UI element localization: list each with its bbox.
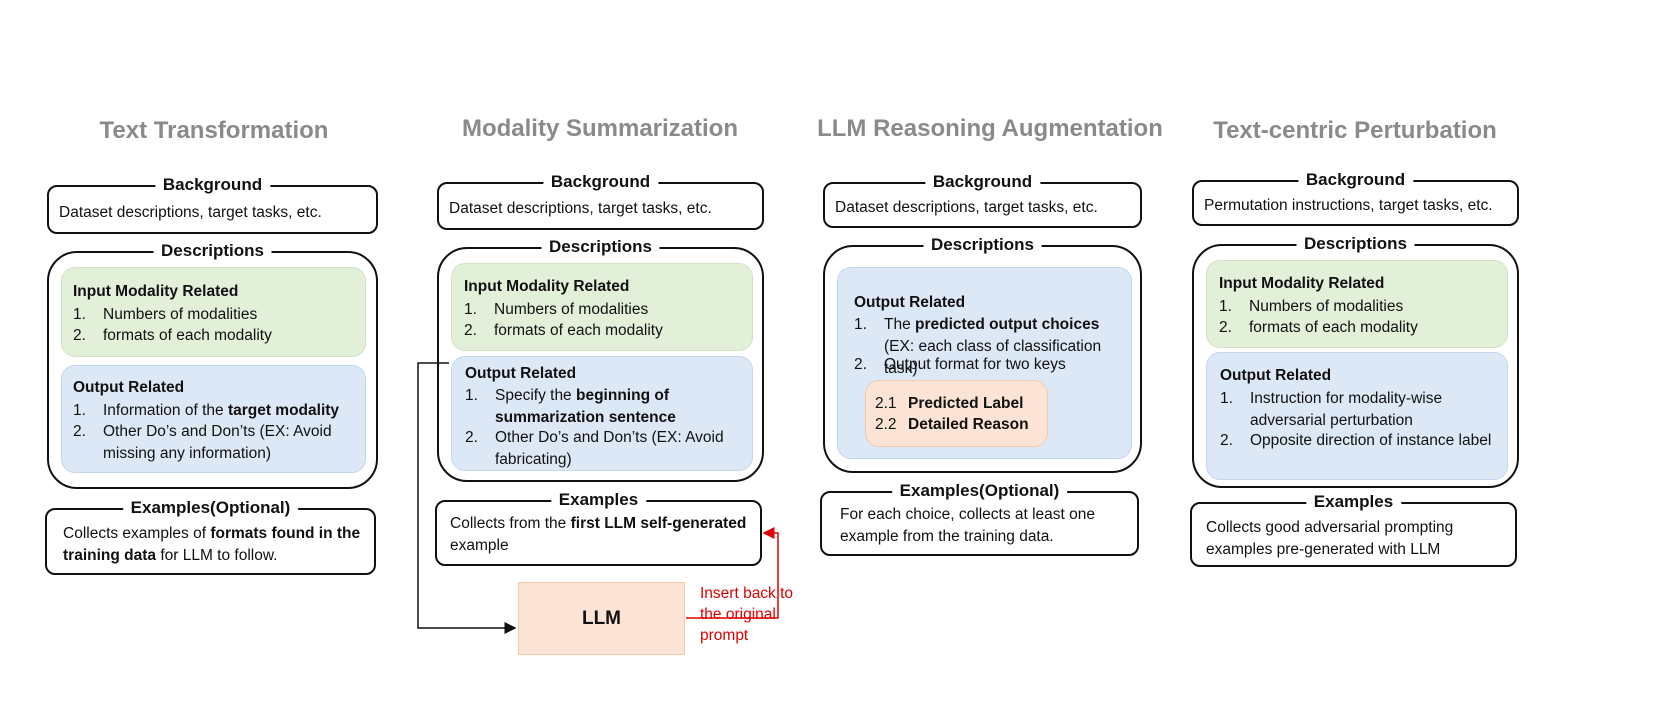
output-related-panel: Output Related 1.Instruction for modalit… [1206, 352, 1508, 480]
examples-box-1: Examples(Optional) Collects examples of … [45, 497, 376, 575]
output-related-heading: Output Related [465, 365, 577, 382]
column-title-llm-reasoning-augmentation: LLM Reasoning Augmentation [817, 115, 1163, 142]
background-legend: Background [924, 171, 1041, 193]
background-legend: Background [1297, 169, 1414, 191]
background-box-3: Background Dataset descriptions, target … [823, 171, 1142, 228]
background-box-2: Background Dataset descriptions, target … [437, 171, 764, 230]
examples-text: Collects from the first LLM self-generat… [450, 515, 747, 554]
descriptions-box-4: Descriptions Input Modality Related 1.Nu… [1192, 233, 1519, 488]
list-item: 1.The predicted output choices (EX: each… [854, 316, 1102, 377]
column-title-modality-summarization: Modality Summarization [461, 115, 739, 142]
list-item: 2.formats of each modality [464, 322, 663, 339]
input-modality-panel: Input Modality Related 1.Numbers of moda… [1206, 260, 1508, 348]
list-item: 2.formats of each modality [73, 327, 272, 344]
list-item: 1.Instruction for modality-wise adversar… [1220, 390, 1443, 429]
background-box-4: Background Permutation instructions, tar… [1192, 169, 1519, 226]
background-legend: Background [154, 174, 271, 196]
list-item: 1.Numbers of modalities [1219, 298, 1404, 315]
descriptions-box-2: Descriptions Input Modality Related 1.Nu… [437, 236, 764, 482]
output-related-heading: Output Related [854, 294, 966, 311]
output-related-panel: Output Related 1.The predicted output ch… [837, 267, 1132, 459]
output-related-heading: Output Related [73, 379, 185, 396]
background-text: Dataset descriptions, target tasks, etc. [449, 200, 712, 217]
list-item: 1.Information of the target modality [73, 402, 340, 419]
examples-legend: Examples(Optional) [122, 497, 299, 519]
column-title-text-centric-perturbation: Text-centric Perturbation [1213, 117, 1497, 144]
descriptions-legend: Descriptions [923, 234, 1042, 256]
list-item: 2.Output format for two keys [854, 356, 1066, 373]
descriptions-box-3: Descriptions Output Related 1.The predic… [823, 234, 1142, 473]
examples-text: For each choice, collects at least one e… [840, 506, 1096, 545]
output-related-panel: Output Related 1.Information of the targ… [61, 365, 366, 473]
input-modality-panel: Input Modality Related 1.Numbers of moda… [61, 267, 366, 357]
examples-legend: Examples [550, 489, 647, 511]
background-text: Dataset descriptions, target tasks, etc. [59, 204, 322, 221]
background-box-1: Background Dataset descriptions, target … [47, 174, 378, 234]
background-text: Dataset descriptions, target tasks, etc. [835, 199, 1098, 216]
examples-box-3: Examples(Optional) For each choice, coll… [820, 480, 1139, 556]
examples-box-2: Examples Collects from the first LLM sel… [435, 489, 762, 566]
list-item: 1.Numbers of modalities [73, 306, 258, 323]
list-item: 2.formats of each modality [1219, 319, 1418, 336]
descriptions-box-1: Descriptions Input Modality Related 1.Nu… [47, 240, 378, 489]
input-modality-heading: Input Modality Related [1219, 275, 1385, 292]
descriptions-to-llm-arrow [417, 362, 517, 634]
examples-text: Collects examples of formats found in th… [63, 525, 361, 564]
examples-legend: Examples(Optional) [891, 480, 1068, 502]
descriptions-legend: Descriptions [153, 240, 272, 262]
descriptions-legend: Descriptions [541, 236, 660, 258]
list-item: 1.Specify the beginning of summarization… [465, 387, 676, 426]
output-related-heading: Output Related [1220, 367, 1332, 384]
examples-text: Collects good adversarial prompting exam… [1206, 519, 1454, 558]
list-item: 2.Other Do’s and Don’ts (EX: Avoid fabri… [465, 429, 724, 468]
llm-to-examples-arrow [686, 527, 779, 619]
llm-box: LLM [518, 582, 685, 655]
examples-legend: Examples [1305, 491, 1402, 513]
background-legend: Background [542, 171, 659, 193]
output-related-panel: Output Related 1.Specify the beginning o… [451, 356, 753, 471]
list-item: 1.Numbers of modalities [464, 301, 649, 318]
input-modality-heading: Input Modality Related [464, 278, 630, 295]
list-item: 2.Other Do’s and Don’ts (EX: Avoid missi… [73, 423, 332, 462]
examples-box-4: Examples Collects good adversarial promp… [1190, 491, 1517, 567]
list-item: 2.Opposite direction of instance label [1220, 432, 1492, 449]
descriptions-legend: Descriptions [1296, 233, 1415, 255]
column-title-text-transformation: Text Transformation [99, 117, 329, 144]
input-modality-heading: Input Modality Related [73, 283, 239, 300]
input-modality-panel: Input Modality Related 1.Numbers of moda… [451, 263, 753, 351]
background-text: Permutation instructions, target tasks, … [1204, 197, 1493, 214]
